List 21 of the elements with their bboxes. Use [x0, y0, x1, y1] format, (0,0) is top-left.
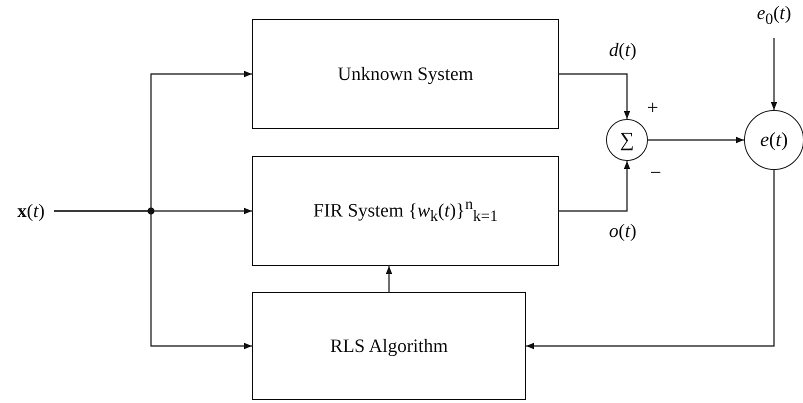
arrow [526, 170, 775, 350]
arrow [559, 73, 630, 119]
block-box [252, 156, 559, 266]
arrow [386, 266, 392, 292]
block-box [252, 19, 559, 129]
edge-label: d(t) [607, 40, 638, 62]
node-text: Unknown System [338, 64, 474, 84]
circle-node [606, 119, 648, 161]
edge-label: o(t) [607, 221, 638, 243]
arrow [559, 161, 630, 212]
sign-label: + [647, 98, 658, 118]
signal-label: x(t) [8, 198, 54, 224]
sign-label: − [650, 163, 662, 183]
arrow [648, 136, 744, 144]
arrow [54, 210, 252, 350]
block-box [252, 292, 526, 400]
arrow [770, 38, 778, 110]
node-text: ∑ [620, 130, 634, 150]
node-text: RLS Algorithm [330, 336, 448, 356]
signal-label: e$_{0}$(t) [746, 2, 802, 30]
node-text: e(t) [760, 130, 788, 150]
